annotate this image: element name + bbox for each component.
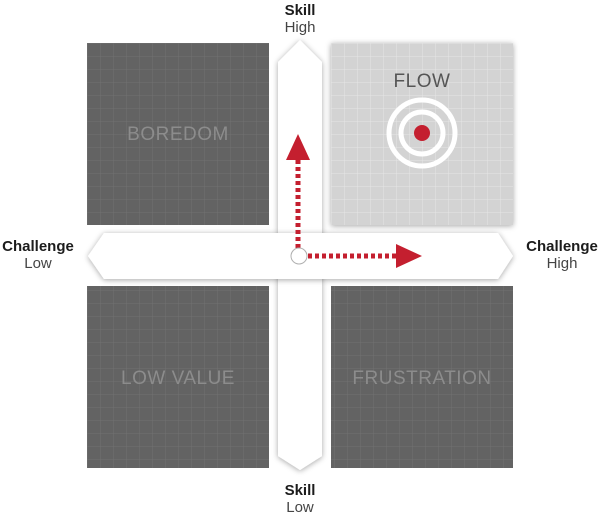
skill-high-label: Skill High [270, 2, 330, 36]
skill-arrow [286, 134, 310, 248]
origin-dot [290, 247, 308, 265]
quadrant-flow [331, 43, 513, 225]
quadrant-frustration-label: FRUSTRATION [352, 368, 491, 389]
skill-low-name: Skill [284, 482, 316, 499]
skill-low-level: Low [286, 499, 314, 516]
challenge-arrow [308, 244, 422, 268]
challenge-high-label: Challenge High [524, 238, 600, 272]
skill-low-label: Skill Low [270, 482, 330, 516]
challenge-low-label: Challenge Low [0, 238, 76, 272]
quadrant-boredom-label: BOREDOM [127, 124, 229, 145]
skill-high-level: High [284, 19, 316, 36]
quadrant-flow-label: FLOW [394, 71, 451, 92]
skill-high-name: Skill [284, 2, 316, 19]
challenge-high-level: High [546, 255, 578, 272]
challenge-low-name: Challenge [2, 238, 74, 255]
quadrant-low-value: LOW VALUE [87, 286, 269, 468]
target-icon [386, 97, 458, 169]
challenge-high-name: Challenge [526, 238, 598, 255]
quadrant-frustration: FRUSTRATION [331, 286, 513, 468]
quadrant-low-value-label: LOW VALUE [121, 368, 235, 389]
quadrant-boredom: BOREDOM [87, 43, 269, 225]
challenge-low-level: Low [24, 255, 52, 272]
